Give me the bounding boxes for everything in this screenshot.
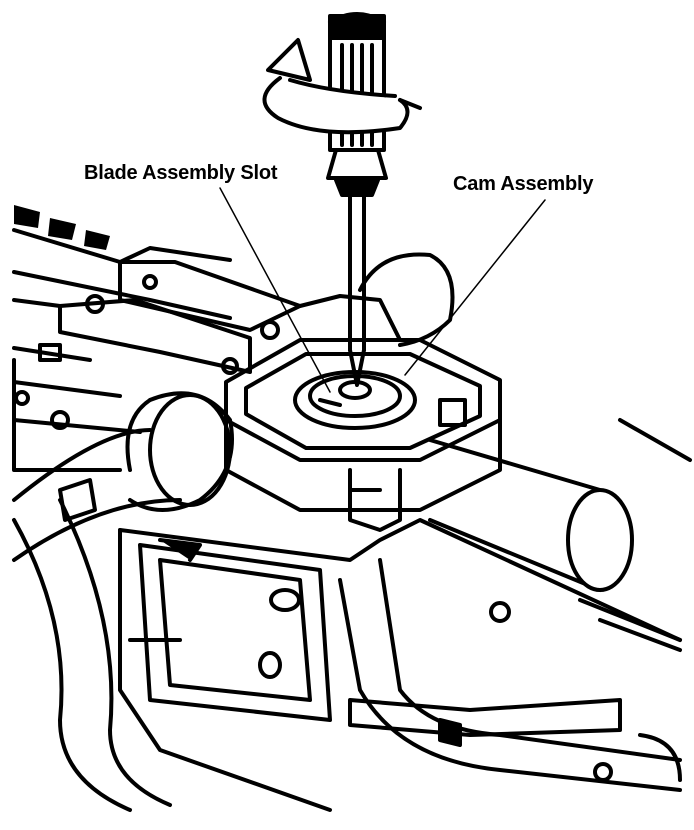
rear-handle: [338, 418, 692, 792]
rotation-arrow-icon: [262, 38, 422, 135]
blade-slot-leader: [219, 187, 331, 393]
power-cord: [12, 252, 455, 812]
guide-bar: [12, 228, 232, 434]
chain-cover: [12, 260, 302, 472]
front-handle: [12, 391, 234, 562]
chain-teeth: [14, 205, 110, 250]
cam-assembly-leader: [404, 199, 546, 376]
rear-cylinder: [428, 438, 682, 652]
screwdriver: [326, 12, 388, 387]
motor-housing: [118, 518, 682, 812]
callout-leaders: [219, 187, 546, 393]
callout-blade-assembly-slot: Blade Assembly Slot: [84, 162, 278, 184]
callout-cam-assembly: Cam Assembly: [453, 173, 594, 195]
